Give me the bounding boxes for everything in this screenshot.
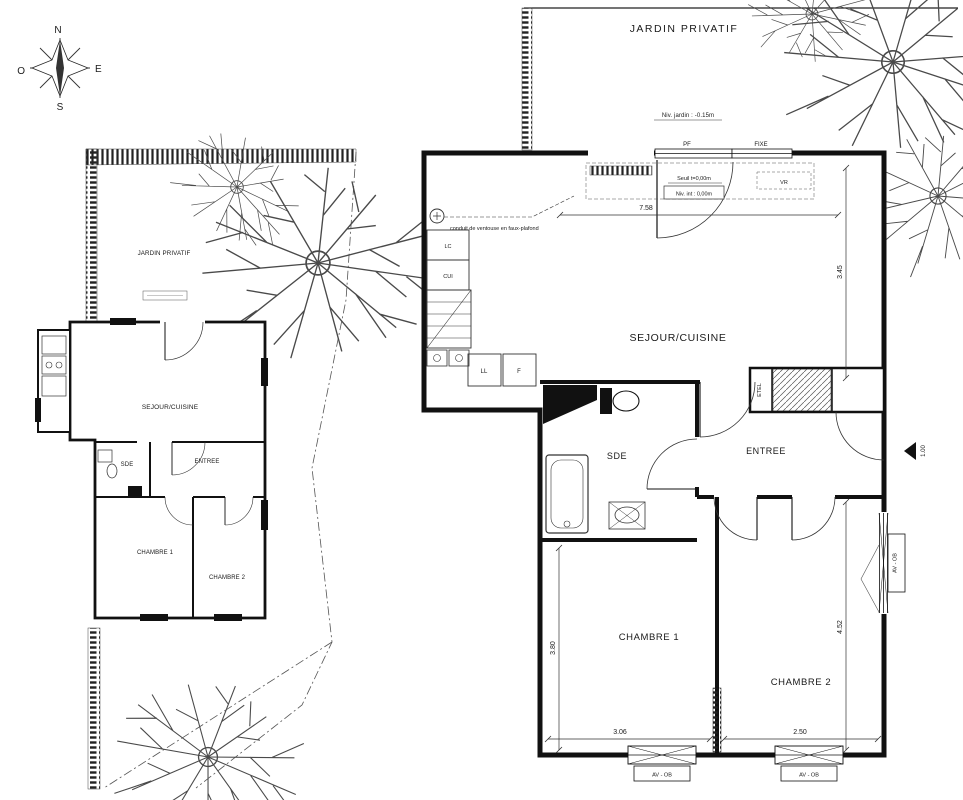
section-marker: 1.00 (904, 442, 927, 460)
door-dim-label: 1.00 (921, 445, 927, 457)
garden-level-label: Niv. jardin : -0.15m (662, 113, 714, 119)
bedroom2-label: CHAMBRE 2 (771, 677, 832, 688)
cui-label: CUI (443, 274, 453, 280)
building-walls (421, 150, 887, 758)
site-garden-label: JARDIN PRIVATIF (138, 250, 191, 257)
floor-plan: JARDIN PRIVATIF Niv. jardin : -0.15m PF … (421, 0, 963, 782)
garden-area: JARDIN PRIVATIF Niv. jardin : -0.15m (521, 0, 963, 295)
dim-width-bedroom1: 3.06 (613, 729, 627, 736)
site-bedroom1-label: CHAMBRE 1 (137, 550, 174, 556)
compass-west: O (17, 66, 25, 77)
compass-east: E (95, 64, 102, 75)
avob-left-label: AV - OB (652, 773, 672, 779)
windows (627, 512, 906, 782)
site-sde-label: SDE (121, 462, 134, 468)
site-labels: JARDIN PRIVATIF SEJOUR/CUISINE SDE ENTRE… (121, 250, 246, 581)
f-label: F (517, 369, 521, 375)
interior-doors (646, 381, 885, 541)
site-living-label: SEJOUR/CUISINE (142, 404, 199, 411)
interior-walls (540, 366, 886, 755)
bedroom1-label: CHAMBRE 1 (619, 632, 680, 643)
sde-label: SDE (607, 451, 627, 461)
conduit-label: conduit de ventouse en faux-plafond (450, 226, 539, 232)
sde-fixtures (543, 385, 646, 534)
avob-right-label: AV - OB (799, 773, 819, 779)
kitchen-area: LC CUI LL F conduit de ventouse en faux-… (426, 195, 575, 387)
dim-height-bedroom1: 3.80 (550, 641, 557, 655)
garden-label: JARDIN PRIVATIF (630, 23, 739, 35)
compass-south: S (57, 102, 64, 113)
top-openings: PF FIXE Seuil t=0,00m Niv. int : 0,00m V… (585, 142, 815, 239)
lc-label: LC (444, 244, 451, 250)
fixe-label: FIXE (754, 142, 767, 148)
vr-label: VR (780, 180, 788, 186)
room-labels: SEJOUR/CUISINE SDE ENTREE CHAMBRE 1 CHAM… (607, 332, 831, 688)
interior-level-label: Niv. int : 0,00m (676, 192, 713, 198)
dim-width-bedroom2: 2.50 (793, 729, 807, 736)
entry-label: ENTREE (746, 446, 786, 456)
compass-north: N (54, 25, 61, 36)
living-label: SEJOUR/CUISINE (630, 332, 727, 344)
dimensions (544, 164, 882, 754)
threshold-label: Seuil t=0,00m (677, 176, 711, 182)
site-bedroom2-label: CHAMBRE 2 (209, 575, 246, 581)
etel-label: ETEL (757, 383, 763, 397)
site-plan: JARDIN PRIVATIF SEJOUR/CUISINE SDE ENTRE… (35, 108, 442, 800)
site-building (35, 290, 268, 621)
dim-width-top: 7.58 (639, 205, 653, 212)
dim-height-bedroom2: 4.52 (837, 620, 844, 634)
avob-side-label: AV - OB (893, 553, 899, 573)
compass-rose: N S E O (17, 25, 102, 113)
site-entry-label: ENTREE (194, 459, 219, 465)
ll-label: LL (481, 369, 488, 375)
pf-label: PF (683, 142, 691, 148)
dim-height-living: 3.45 (837, 265, 844, 279)
